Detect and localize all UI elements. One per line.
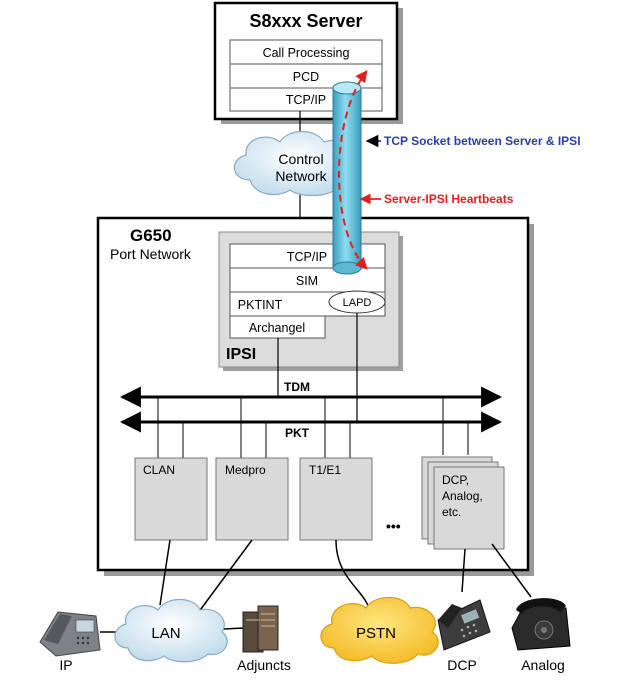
t1e1-board: T1/E1 xyxy=(299,457,373,541)
dcp-label: DCP xyxy=(447,657,477,673)
clan-board: CLAN xyxy=(134,457,208,541)
server-title: S8xxx Server xyxy=(249,11,362,31)
tcp-socket-label: TCP Socket between Server & IPSI xyxy=(384,134,581,148)
ipsi-stack-archangel: Archangel xyxy=(249,321,305,335)
heartbeat-annotation: Server-IPSI Heartbeats xyxy=(359,192,514,206)
heartbeat-label: Server-IPSI Heartbeats xyxy=(384,192,514,206)
dcp-analog-boards: DCP, Analog, etc. xyxy=(421,456,505,550)
analog-phone-icon xyxy=(511,598,571,651)
ipsi-label: IPSI xyxy=(226,346,256,363)
adjuncts-label: Adjuncts xyxy=(237,657,291,673)
more-boards-ellipsis: ••• xyxy=(386,518,401,534)
server-stack-pcd: PCD xyxy=(293,70,319,84)
tcp-socket-annotation: TCP Socket between Server & IPSI xyxy=(365,134,581,148)
pkt-bus: PKT xyxy=(119,411,503,440)
bus-drop-lines xyxy=(157,397,469,458)
medpro-label: Medpro xyxy=(225,463,266,477)
lan-cloud: LAN xyxy=(114,598,228,663)
pstn-cloud: PSTN xyxy=(320,596,439,664)
dcp-board-line1: DCP, xyxy=(442,473,469,487)
ip-phone-icon xyxy=(39,611,101,657)
server-box: S8xxx Server Call Processing PCD TCP/IP xyxy=(213,1,403,124)
lan-label: LAN xyxy=(151,625,180,642)
tcp-socket-tube xyxy=(332,70,368,275)
heartbeat-path xyxy=(338,70,368,270)
tdm-label: TDM xyxy=(284,380,310,394)
server-stack-call-processing: Call Processing xyxy=(263,46,350,60)
control-network-line2: Network xyxy=(275,168,327,184)
ipsi-board: IPSI TCP/IP SIM PKTINT Archangel LAPD xyxy=(218,231,403,371)
dcp-phone-icon xyxy=(437,599,491,651)
g650-subtitle: Port Network xyxy=(110,246,192,262)
dcp-board-line2: Analog, xyxy=(442,489,483,503)
g650-title: G650 xyxy=(130,226,172,245)
ip-label: IP xyxy=(59,657,72,673)
ipsi-stack-sim: SIM xyxy=(296,274,318,288)
pstn-label: PSTN xyxy=(356,625,396,642)
ipsi-lapd: LAPD xyxy=(343,297,372,309)
ipsi-stack-pktint: PKTINT xyxy=(238,298,283,312)
control-network-line1: Control xyxy=(278,151,323,167)
pkt-label: PKT xyxy=(285,426,310,440)
clan-label: CLAN xyxy=(143,463,175,477)
analog-label: Analog xyxy=(521,657,565,673)
adjuncts-icon xyxy=(242,605,279,653)
medpro-board: Medpro xyxy=(215,457,289,541)
server-stack-tcpip: TCP/IP xyxy=(286,93,326,107)
t1e1-label: T1/E1 xyxy=(309,463,341,477)
tdm-bus: TDM xyxy=(119,380,503,408)
ipsi-stack-tcpip: TCP/IP xyxy=(287,250,327,264)
dcp-board-line3: etc. xyxy=(442,505,461,519)
